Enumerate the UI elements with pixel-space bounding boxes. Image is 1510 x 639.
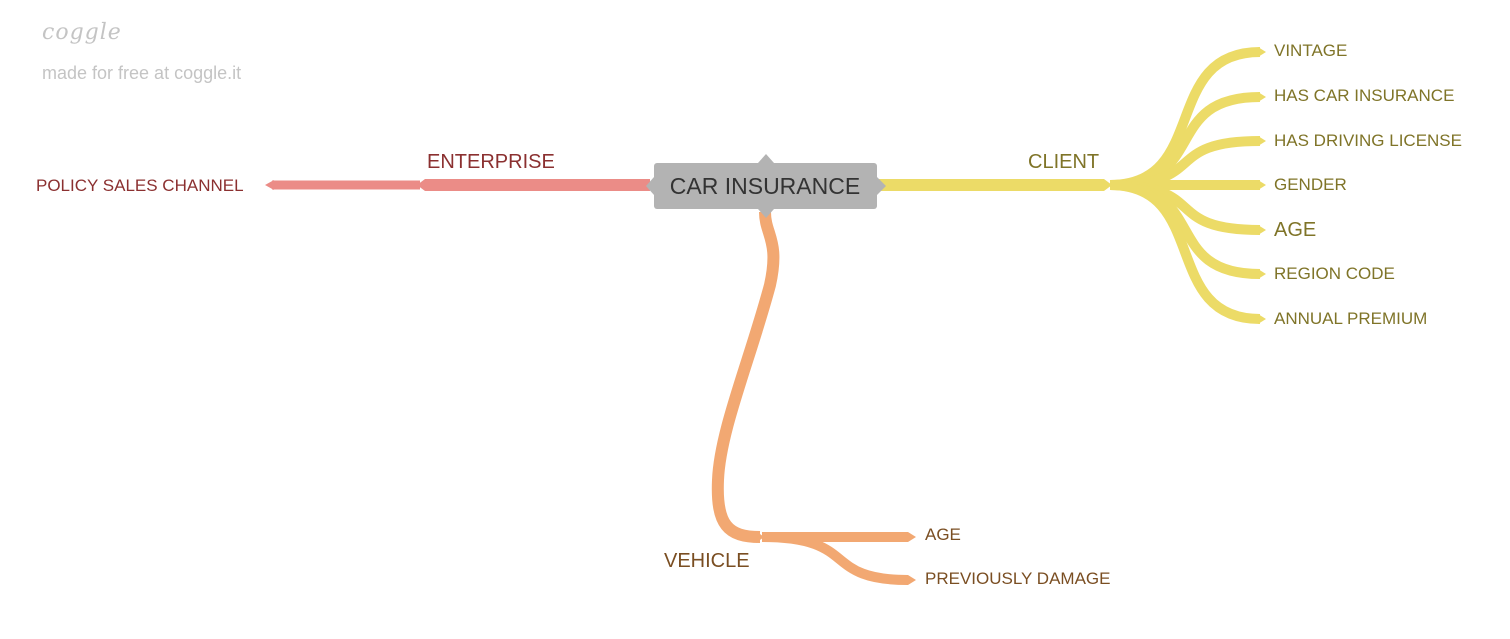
enterprise-branch: ENTERPRISE POLICY SALES CHANNEL xyxy=(36,151,650,195)
enterprise-label[interactable]: ENTERPRISE xyxy=(427,151,555,173)
policy-sales-channel-label[interactable]: POLICY SALES CHANNEL xyxy=(36,176,244,195)
policy-sales-channel-arrow xyxy=(265,180,274,190)
root-top-nub xyxy=(758,154,774,163)
client-child-vintage[interactable]: VINTAGE xyxy=(1274,41,1347,60)
client-age-arrow xyxy=(1258,225,1266,235)
client-label[interactable]: CLIENT xyxy=(1028,151,1099,173)
client-child-age[interactable]: AGE xyxy=(1274,219,1316,241)
region-code-arrow xyxy=(1258,269,1266,279)
coggle-logo: coggle xyxy=(42,20,122,45)
vintage-arrow xyxy=(1258,47,1266,57)
root-box[interactable] xyxy=(654,163,877,209)
watermark-text: made for free at coggle.it xyxy=(42,63,242,83)
vehicle-child-age[interactable]: AGE xyxy=(925,525,961,544)
root-node[interactable]: CAR INSURANCE xyxy=(646,154,886,218)
previously-damage-arrow xyxy=(908,575,916,585)
root-label[interactable]: CAR INSURANCE xyxy=(670,173,860,199)
gender-arrow xyxy=(1258,180,1266,190)
vehicle-connector[interactable] xyxy=(711,211,780,543)
enterprise-arrow xyxy=(417,179,425,191)
client-branch: CLIENT VINTAGE HAS CAR INSURANCE HAS DRI… xyxy=(878,41,1462,328)
root-right-nub xyxy=(877,177,886,195)
root-bottom-nub xyxy=(758,209,774,218)
has-car-insurance-arrow xyxy=(1258,92,1266,102)
vehicle-label[interactable]: VEHICLE xyxy=(664,550,750,572)
client-child-connector-annual-premium[interactable] xyxy=(1109,180,1261,324)
root-left-nub xyxy=(646,177,654,195)
vehicle-child-previously-damage[interactable]: PREVIOUSLY DAMAGE xyxy=(925,569,1110,588)
annual-premium-arrow xyxy=(1258,314,1266,324)
client-child-annual-premium[interactable]: ANNUAL PREMIUM xyxy=(1274,309,1427,328)
client-arrow xyxy=(1104,179,1112,191)
has-driving-license-arrow xyxy=(1258,136,1266,146)
client-child-has-driving-license[interactable]: HAS DRIVING LICENSE xyxy=(1274,131,1462,150)
vehicle-arrow xyxy=(756,531,764,543)
client-child-region-code[interactable]: REGION CODE xyxy=(1274,264,1395,283)
vehicle-age-arrow xyxy=(908,532,916,542)
vehicle-branch: VEHICLE AGE PREVIOUSLY DAMAGE xyxy=(664,211,1110,588)
client-child-gender[interactable]: GENDER xyxy=(1274,175,1347,194)
vehicle-child-connector-previously-damage[interactable] xyxy=(761,532,909,585)
client-child-has-car-insurance[interactable]: HAS CAR INSURANCE xyxy=(1274,86,1454,105)
